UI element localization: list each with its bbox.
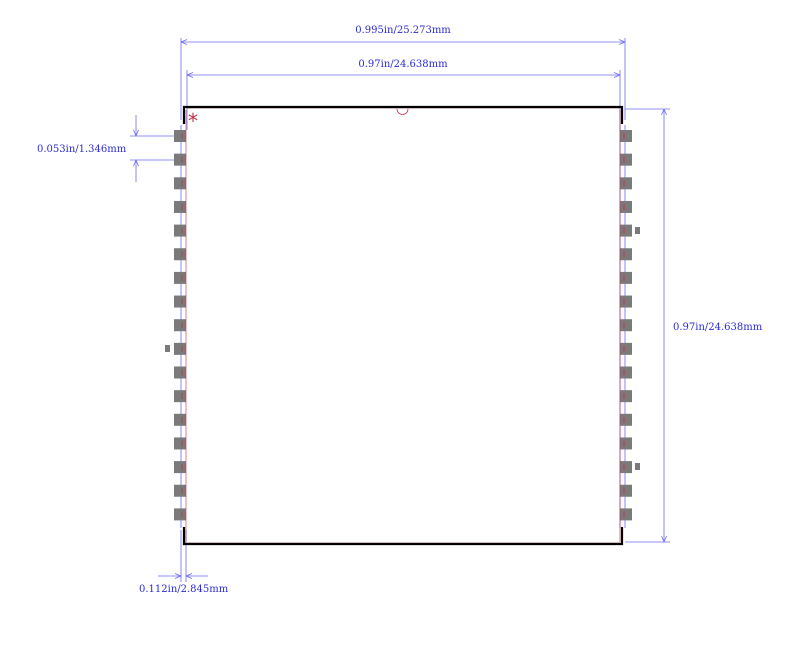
right-pad <box>620 248 632 261</box>
right-pad <box>620 390 632 403</box>
right-pad <box>620 342 632 355</box>
right-pad <box>620 295 632 308</box>
right-pad <box>620 413 632 426</box>
body-height-label: 0.97in/24.638mm <box>673 322 763 333</box>
right-pad <box>620 366 632 379</box>
body-width-label: 0.97in/24.638mm <box>358 59 448 70</box>
right-pad <box>620 319 632 332</box>
right-pad <box>620 508 632 521</box>
right-lower-mark <box>635 463 640 470</box>
body-height-dimension: 0.97in/24.638mm <box>625 108 763 543</box>
right-pad <box>620 224 632 237</box>
left-pad <box>174 248 186 261</box>
pin1-marker: * <box>188 109 198 133</box>
pin-pitch-label: 0.053in/1.346mm <box>37 144 127 155</box>
left-pad <box>174 390 186 403</box>
right-pad <box>620 461 632 474</box>
left-pad <box>174 224 186 237</box>
right-pad-column <box>620 130 632 521</box>
right-pad <box>620 177 632 190</box>
package-body-outline <box>182 105 624 546</box>
right-upper-mark <box>635 227 640 234</box>
body-width-dimension: 0.97in/24.638mm <box>186 59 621 130</box>
right-pad <box>620 437 632 450</box>
overall-width-dimension: 0.995in/25.273mm <box>180 25 626 120</box>
left-pad <box>174 319 186 332</box>
left-pad <box>174 484 186 497</box>
right-pad <box>620 484 632 497</box>
left-pad <box>174 461 186 474</box>
left-pad <box>174 200 186 213</box>
left-pad <box>174 295 186 308</box>
left-mid-mark <box>165 345 170 352</box>
pad-guide-lines <box>180 125 626 528</box>
left-pad <box>174 342 186 355</box>
left-pad <box>174 437 186 450</box>
pad-length-dimension: 0.112in/2.845mm <box>139 530 229 595</box>
right-pad <box>620 153 632 166</box>
left-pad-column <box>174 130 186 521</box>
pin-pitch-dimension: 0.053in/1.346mm <box>37 115 182 182</box>
left-pad <box>174 413 186 426</box>
left-pad <box>174 130 186 142</box>
left-pad <box>174 366 186 379</box>
left-pad <box>174 177 186 190</box>
left-pad <box>174 271 186 284</box>
left-pad <box>174 153 186 166</box>
right-pad <box>620 200 632 213</box>
pad-length-label: 0.112in/2.845mm <box>139 584 229 595</box>
right-pad <box>620 130 632 142</box>
left-pad <box>174 508 186 521</box>
pin1-notch <box>396 108 409 115</box>
right-pad <box>620 271 632 284</box>
overall-width-label: 0.995in/25.273mm <box>355 25 451 36</box>
